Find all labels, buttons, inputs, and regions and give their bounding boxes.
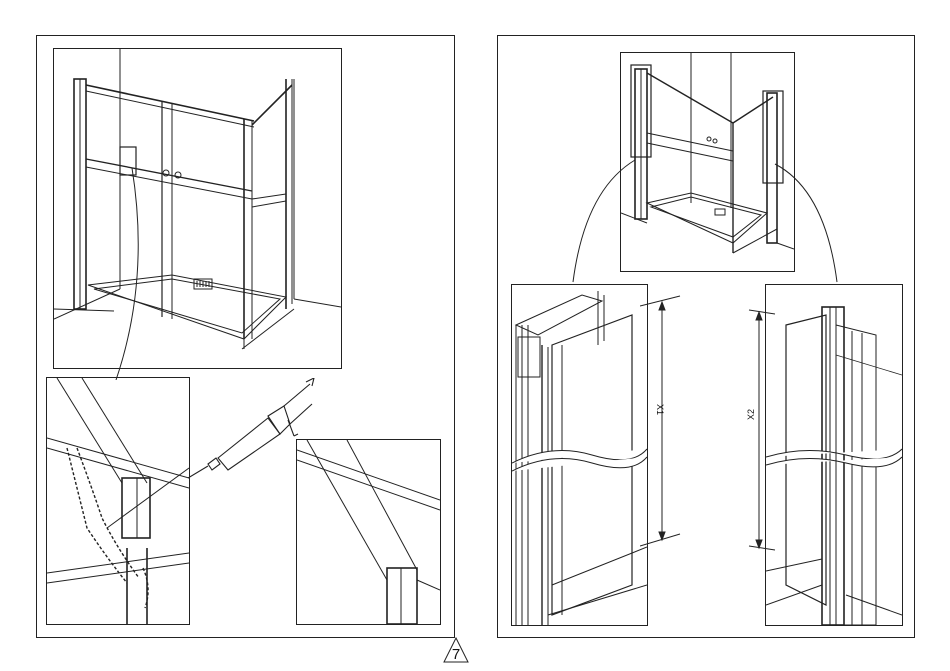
dimension-x1 [640, 290, 700, 550]
silicone-application-detail [46, 377, 190, 625]
callout-leader-line [110, 160, 150, 380]
callout-arcs [565, 150, 845, 290]
dimension-x1-label: X1 [655, 404, 665, 415]
profile-detail-x2 [765, 284, 903, 626]
finished-profile-drawing [297, 440, 440, 624]
page-number: 7 [443, 646, 469, 663]
page-number-badge: 7 [443, 637, 469, 663]
finished-profile-detail [296, 439, 441, 625]
shower-enclosure-drawing [54, 49, 341, 368]
shower-enclosure-overview-figure [53, 48, 342, 369]
profile-detail-x1 [511, 284, 648, 626]
profile-x2-drawing [766, 285, 902, 625]
dimension-x2 [735, 300, 785, 560]
silicone-detail-drawing [47, 378, 189, 624]
dimension-x2-label: X2 [746, 409, 756, 420]
profile-x1-drawing [512, 285, 647, 625]
